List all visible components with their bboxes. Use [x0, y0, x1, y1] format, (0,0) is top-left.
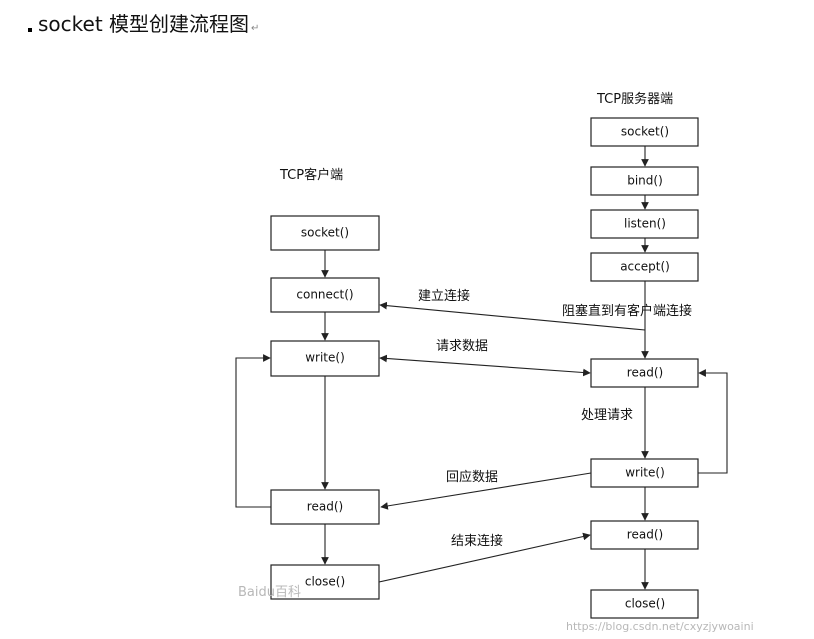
server-listen-box: listen() [590, 209, 699, 239]
label-request: 请求数据 [436, 339, 488, 354]
arrow-server-loop [698, 369, 728, 474]
label-block: 阻塞直到有客户端连接 [562, 303, 692, 319]
url-watermark: https://blog.csdn.net/cxyzjywoaini [566, 620, 754, 633]
client-heading: TCP客户端 [279, 167, 343, 183]
page-title: socket 模型创建流程图↵ [28, 8, 259, 37]
server-socket-label: socket() [621, 125, 669, 139]
client-write-label: write() [305, 351, 345, 365]
arrow-respond [380, 472, 592, 510]
title-text: socket 模型创建流程图 [38, 12, 250, 36]
server-accept-label: accept() [620, 260, 670, 274]
server-accept-box: accept() [590, 252, 699, 282]
server-write-box: write() [590, 458, 699, 488]
label-respond: 回应数据 [446, 469, 498, 485]
label-process: 处理请求 [581, 408, 633, 423]
client-connect-label: connect() [296, 288, 353, 302]
server-bind-box: bind() [590, 166, 699, 196]
client-socket-box: socket() [270, 215, 380, 251]
client-connect-box: connect() [270, 277, 380, 313]
arrow-request [379, 354, 591, 377]
bullet-icon [28, 27, 32, 32]
server-read-box: read() [590, 358, 699, 388]
baidu-watermark: Baidu百科 [238, 585, 301, 600]
label-end: 结束连接 [451, 533, 503, 549]
server-close-box: close() [590, 589, 699, 619]
server-heading: TCP服务器端 [596, 91, 673, 107]
arrow-client-loop [235, 354, 271, 508]
server-close-label: close() [625, 597, 665, 611]
client-read-box: read() [270, 489, 380, 525]
server-bind-label: bind() [627, 174, 663, 188]
server-socket-box: socket() [590, 117, 699, 147]
label-establish: 建立连接 [418, 288, 470, 304]
client-write-box: write() [270, 340, 380, 377]
client-read-label: read() [307, 500, 343, 514]
return-icon: ↵ [251, 23, 260, 34]
arrow-establish [379, 301, 646, 331]
server-read-label: read() [627, 366, 663, 380]
arrow-end [378, 532, 591, 583]
server-read2-label: read() [627, 528, 663, 542]
server-read2-box: read() [590, 520, 699, 550]
client-close-label: close() [305, 575, 345, 589]
server-listen-label: listen() [624, 217, 666, 231]
server-write-label: write() [625, 466, 665, 480]
client-socket-label: socket() [301, 226, 349, 240]
